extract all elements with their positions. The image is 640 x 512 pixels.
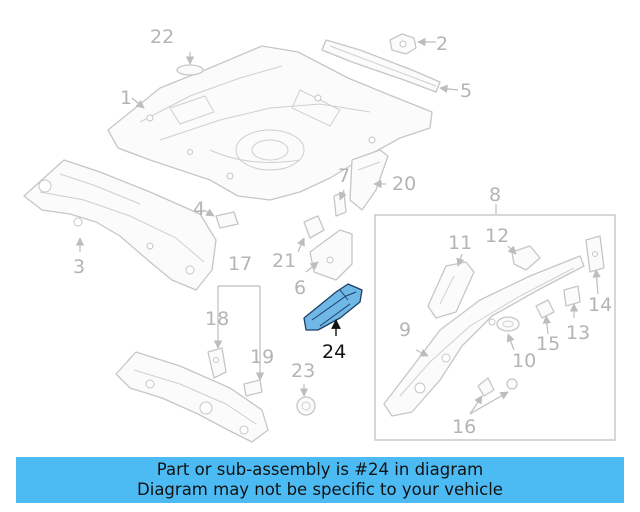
label-7: 7 (338, 165, 350, 187)
part-19-bracket (243, 379, 263, 397)
part-12-bracket (511, 245, 541, 271)
part-5-cross-member (321, 39, 441, 93)
label-4: 4 (193, 198, 205, 220)
label-23: 23 (291, 360, 315, 382)
part-23-plug (296, 396, 316, 416)
label-21: 21 (272, 250, 296, 272)
label-18: 18 (205, 308, 229, 330)
label-15: 15 (536, 333, 560, 355)
part-17-lower-cross-member (115, 351, 269, 443)
leader-lines (75, 37, 601, 415)
label-6: 6 (294, 277, 306, 299)
part-9-frame-rail (383, 255, 585, 417)
label-1: 1 (120, 87, 132, 109)
part-15-clip (535, 299, 555, 319)
part-2-bracket (389, 33, 417, 55)
label-19: 19 (250, 346, 274, 368)
label-8: 8 (489, 184, 501, 206)
callout-numbers: 1 2 3 4 5 6 7 8 9 10 11 12 13 14 15 16 1… (73, 26, 612, 438)
exploded-parts-diagram: 1 2 3 4 5 6 7 8 9 10 11 12 13 14 15 16 1… (23, 26, 616, 443)
part-21-bracket (303, 215, 325, 239)
label-2: 2 (436, 33, 448, 55)
part-18-bracket (207, 347, 227, 379)
part-16-fasteners (477, 377, 518, 397)
label-3: 3 (73, 256, 85, 278)
part-13-bracket (563, 285, 581, 307)
info-banner: Part or sub-assembly is #24 in diagram D… (16, 457, 624, 503)
label-17: 17 (228, 253, 252, 275)
label-14: 14 (588, 294, 612, 316)
label-11: 11 (448, 232, 472, 254)
part-7-clip (333, 191, 347, 217)
label-24-highlighted: 24 (322, 341, 346, 363)
label-22: 22 (150, 26, 174, 48)
label-20: 20 (392, 173, 416, 195)
banner-line-2: Diagram may not be specific to your vehi… (137, 480, 503, 499)
part-24-highlighted (303, 283, 363, 331)
label-5: 5 (460, 80, 472, 102)
part-10-grommet (496, 316, 520, 332)
label-10: 10 (512, 350, 536, 372)
label-9: 9 (399, 319, 411, 341)
part-6-reinforcement (309, 229, 353, 281)
part-14-bracket (585, 235, 605, 273)
label-12: 12 (485, 225, 509, 247)
part-20-side-bracket (349, 149, 389, 211)
part-11-reinforcement (427, 261, 475, 319)
part-8-inset-frame (374, 214, 616, 441)
label-16: 16 (452, 416, 476, 438)
part-3-cross-member (23, 159, 217, 291)
banner-line-1: Part or sub-assembly is #24 in diagram (156, 460, 484, 479)
part-22-plug (176, 64, 204, 76)
part-4-plate (215, 211, 239, 229)
label-13: 13 (566, 322, 590, 344)
part-1-rear-floor-pan (107, 45, 433, 201)
